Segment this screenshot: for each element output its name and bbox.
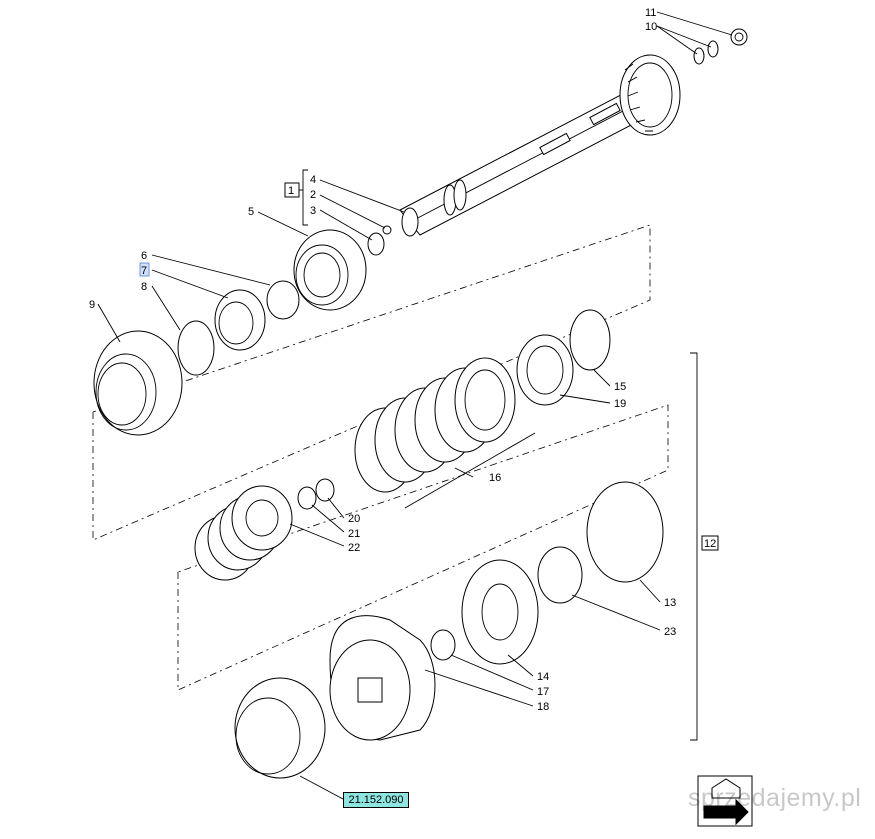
- callout-14: 14: [537, 671, 549, 683]
- end-plate: [516, 334, 574, 406]
- piston: [461, 559, 539, 665]
- o-ring-a: [297, 486, 317, 510]
- callout-21: 21: [348, 528, 360, 540]
- callout-19: 19: [614, 398, 626, 410]
- callout-8: 8: [141, 281, 147, 293]
- seal-ring: [430, 629, 456, 661]
- o-ring-b: [315, 478, 335, 502]
- watermark-text: sprzedajemy.pl: [688, 784, 862, 812]
- thrust-washer: [537, 546, 583, 604]
- large-seal: [586, 481, 664, 583]
- spur-gear: [93, 330, 183, 436]
- circlip: [569, 309, 611, 371]
- snap-ring: [177, 320, 215, 376]
- callout-22: 22: [348, 542, 360, 554]
- callout-20: 20: [348, 513, 360, 525]
- callout-23: 23: [664, 626, 676, 638]
- callout-11: 11: [645, 7, 656, 19]
- clutch-housing: [329, 615, 436, 741]
- callout-1: 1: [288, 185, 294, 197]
- belleville-springs: [194, 485, 293, 581]
- assembly-outline-upper: [92, 224, 651, 541]
- highlight-7: [139, 262, 150, 277]
- callout-18: 18: [537, 701, 549, 713]
- next-page-icon[interactable]: [697, 775, 753, 827]
- plug-and-rings: [693, 28, 748, 65]
- leader-lines: [97, 11, 733, 800]
- group-bracket-12: [690, 352, 698, 741]
- callout-16: 16: [489, 472, 501, 484]
- callout-2: 2: [310, 189, 316, 201]
- callout-3: 3: [310, 205, 316, 217]
- callout-10: 10: [645, 21, 657, 33]
- drive-gear: [234, 677, 326, 779]
- callout-4: 4: [310, 174, 316, 186]
- callout-15: 15: [614, 381, 626, 393]
- callout-13: 13: [664, 597, 676, 609]
- ring: [266, 280, 300, 320]
- clutch-plate-pack: [354, 357, 516, 493]
- callout-9: 9: [89, 299, 95, 311]
- group-bracket: [284, 169, 308, 226]
- callout-17: 17: [537, 686, 549, 698]
- bearing: [293, 229, 367, 311]
- callout-5: 5: [248, 206, 254, 218]
- callout-12: 12: [704, 538, 716, 550]
- snap-ring-small: [367, 232, 385, 256]
- callout-6: 6: [141, 250, 147, 262]
- end-plate-bore: [526, 345, 564, 395]
- helical-gear: [619, 54, 681, 136]
- group-box-12: [701, 535, 719, 551]
- callout-7: 7: [141, 265, 147, 277]
- needle-bearing: [214, 289, 266, 351]
- reference-code[interactable]: 21.152.090: [343, 792, 409, 808]
- main-shaft: [399, 84, 661, 237]
